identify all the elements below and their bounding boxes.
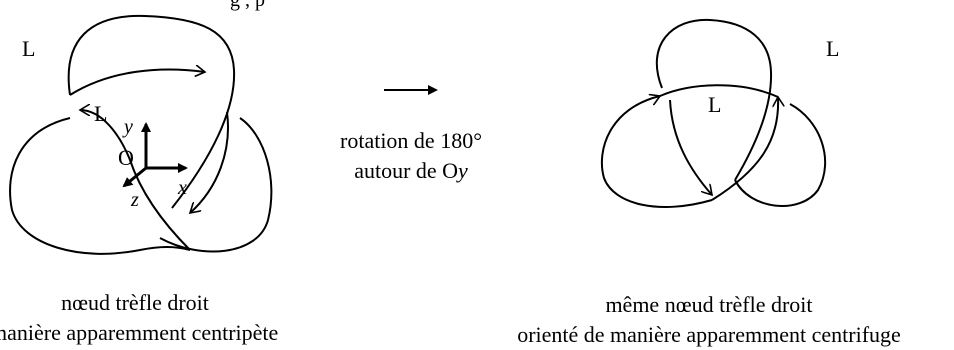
- left-label-outer: L: [22, 36, 35, 61]
- axis-z-arrow: [122, 166, 147, 188]
- left-knot-left-lobe: [9, 117, 191, 255]
- right-caption-line-1: même nœud trèfle droit: [605, 292, 813, 317]
- axis-y-label: y: [122, 116, 133, 138]
- right-knot-top-lobe: [655, 18, 773, 181]
- right-label-inner: L: [708, 92, 721, 117]
- right-caption-line-2: orienté de manière apparemment centrifug…: [517, 322, 901, 347]
- transformation-line-1: rotation de 180°: [340, 128, 482, 153]
- left-knot-top-lobe: [67, 14, 236, 209]
- right-knot-left-lobe: [600, 95, 713, 208]
- left-trefoil-knot: [9, 14, 273, 255]
- transformation-line-2-prefix: autour de O: [354, 158, 459, 183]
- left-caption-line-1: nœud trèfle droit: [61, 290, 209, 315]
- transformation-axis-var: y: [458, 158, 468, 183]
- left-knot-inner-arc-3: [190, 111, 229, 213]
- cropped-top-text: g , p: [230, 0, 265, 11]
- left-knot-inner-arc-2: [80, 110, 191, 251]
- transformation-text: rotation de 180° autour de Oy: [322, 126, 500, 186]
- right-trefoil-knot: [600, 18, 827, 208]
- axis-x-label: x: [177, 177, 187, 199]
- right-knot-inner-arc-1: [660, 84, 779, 97]
- coordinate-axes: [122, 122, 188, 188]
- transformation-line-2: autour de Oy: [322, 156, 500, 186]
- right-knot-inner-arc-2: [669, 99, 712, 195]
- right-label-outer: L: [826, 36, 839, 61]
- right-caption: même nœud trèfle droit orienté de manièr…: [489, 290, 929, 350]
- left-knot-right-lobe: [159, 117, 273, 253]
- axis-z-label: z: [130, 189, 139, 211]
- right-knot-right-lobe: [734, 103, 827, 207]
- left-caption-line-2: manière apparemment centripète: [0, 320, 279, 345]
- left-label-inner: L: [94, 101, 107, 126]
- left-knot-inner-arc-1: [69, 70, 205, 96]
- left-caption: nœud trèfle droit manière apparemment ce…: [0, 288, 279, 348]
- origin-label: O: [118, 145, 134, 170]
- right-knot-inner-arc-3: [711, 97, 778, 201]
